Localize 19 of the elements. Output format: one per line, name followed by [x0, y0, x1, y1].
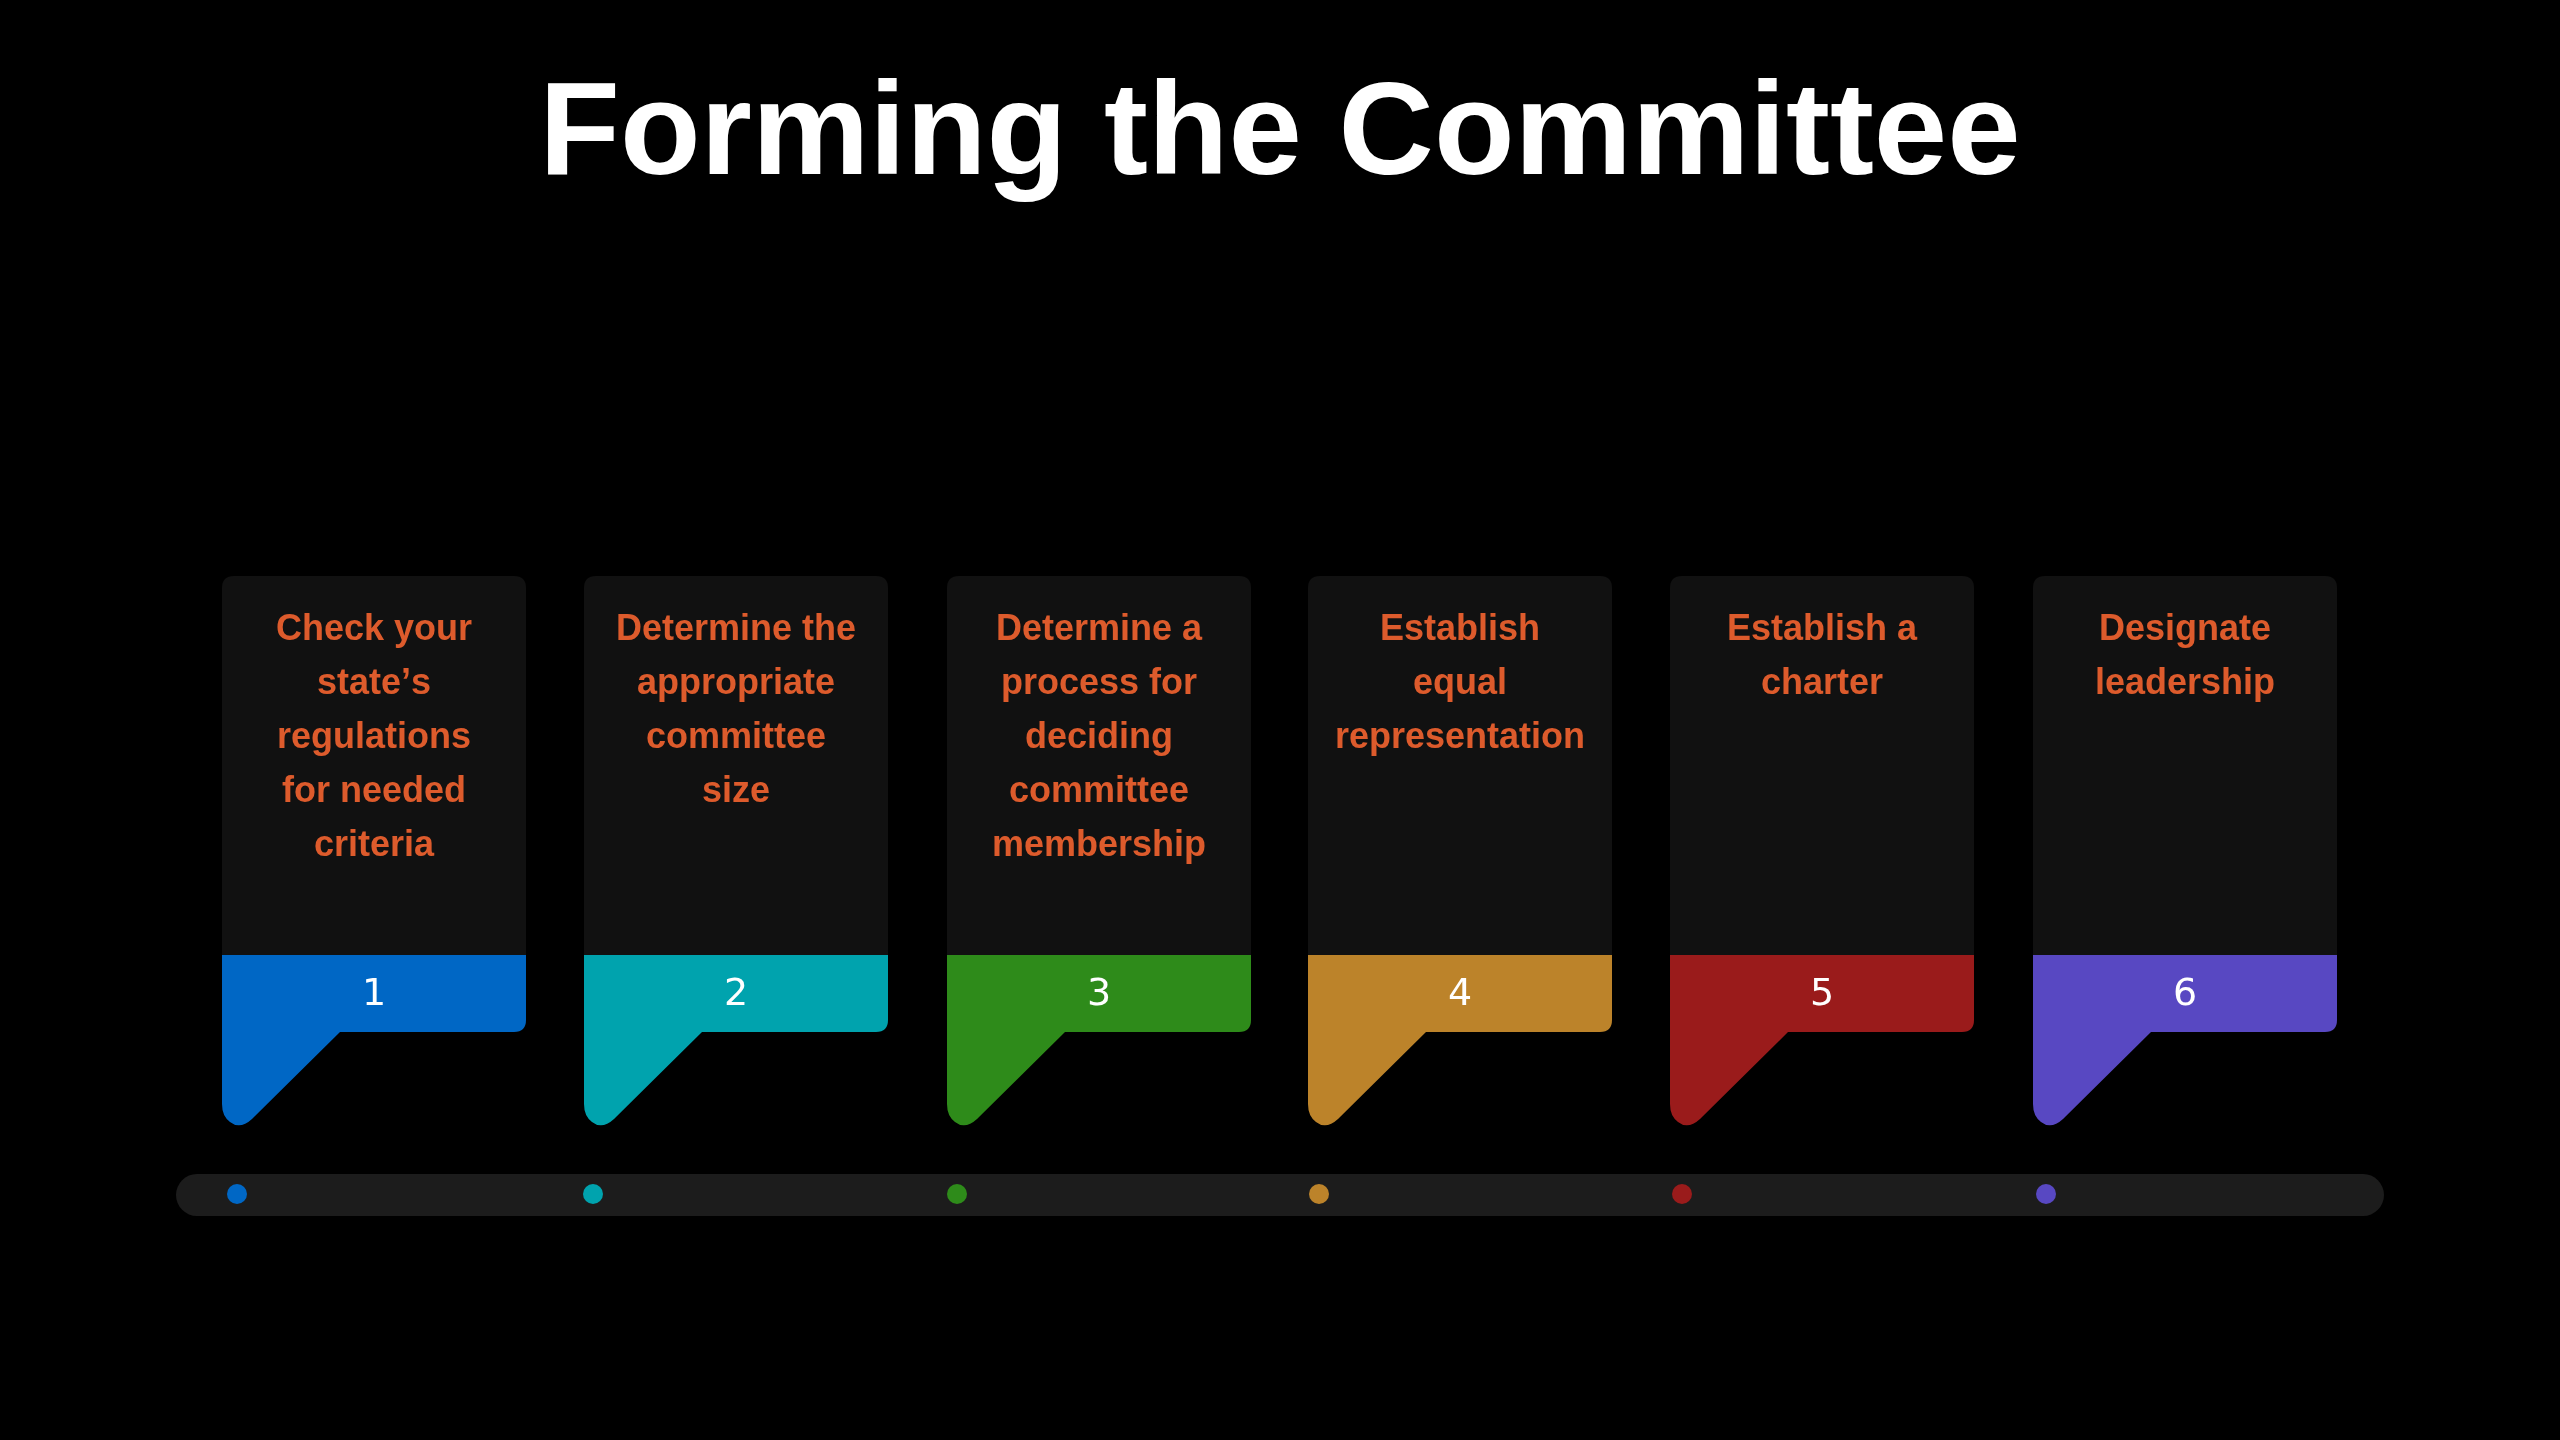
- step-number: 2: [723, 973, 749, 1011]
- step-card: [1308, 576, 1612, 1127]
- step-card: [1670, 576, 1974, 1127]
- step-description: Establish equal representation: [1334, 606, 1586, 758]
- step-card: [947, 576, 1251, 1127]
- step-card: [222, 576, 526, 1127]
- step-description: Determine the appropriate committee size: [614, 606, 857, 812]
- step-number: 3: [1086, 973, 1112, 1011]
- step-description: Check your state’s regulations for needed criteria: [274, 606, 473, 866]
- step-description: Designate leadership: [2093, 606, 2276, 704]
- step-number: 4: [1447, 973, 1473, 1011]
- step-number: 5: [1809, 973, 1835, 1011]
- step-card: [584, 576, 888, 1127]
- title: Forming the Committee: [539, 54, 2021, 204]
- step-card: [2033, 576, 2337, 1127]
- step-description: Determine a process for deciding committee membership: [990, 606, 1207, 866]
- step-description: Establish a charter: [1725, 606, 1919, 704]
- step-number: 1: [361, 973, 387, 1011]
- step-number: 6: [2172, 973, 2198, 1011]
